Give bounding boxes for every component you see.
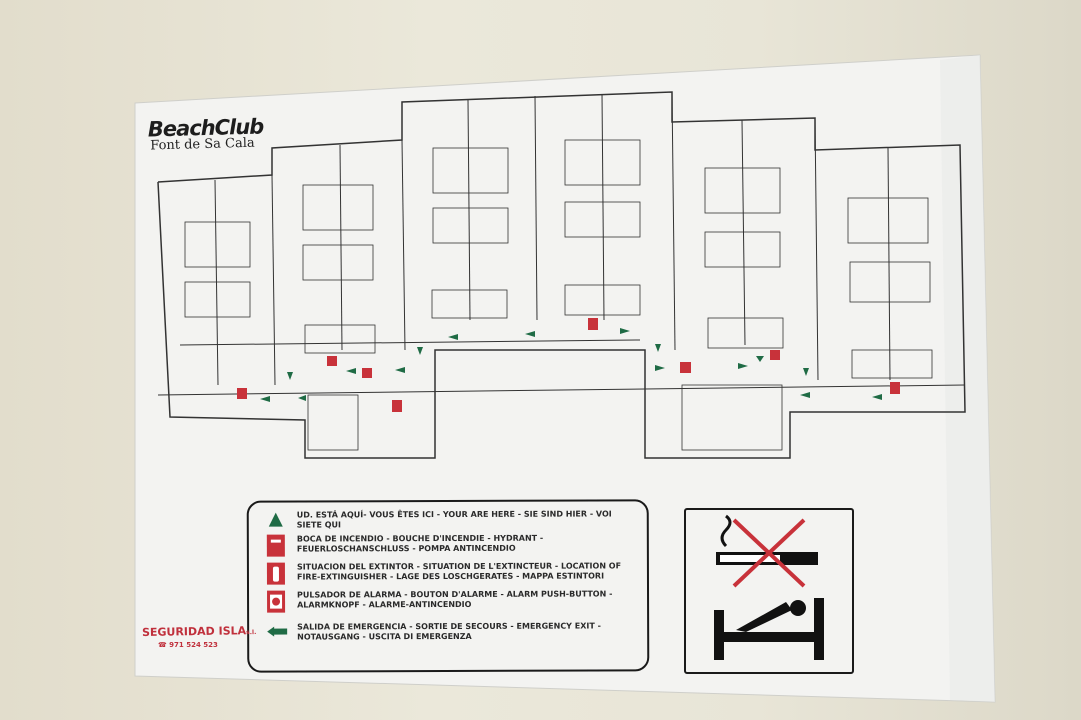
company-name-text: SEGURIDAD ISLA (141, 624, 247, 639)
you-are-here-icon (267, 511, 285, 529)
legend-item: SITUACION DEL EXTINTOR - SITUATION DE L'… (249, 561, 627, 585)
legend-text: UD. ESTÁ AQUÍ- VOUS ÊTES ICI - YOUR ARE … (296, 509, 612, 530)
legend-item: BOCA DE INCENDIO - BOUCHE D'INCENDIE - H… (249, 533, 627, 557)
logo-location: Font de Sa Cala (150, 135, 255, 154)
exit-arrows (260, 328, 882, 402)
legend-item: SALIDA DE EMERGENCIA - SORTIE DE SECOURS… (249, 621, 627, 642)
bed-icon (714, 598, 824, 660)
alarm-button-icon (267, 590, 286, 613)
company-name: SEGURIDAD ISLAs.l. (142, 624, 257, 639)
you-are-here-marker (756, 356, 764, 362)
company-suffix: s.l. (246, 629, 257, 637)
no-cross-icon (732, 518, 806, 588)
legend-item: PULSADOR DE ALARMA - BOUTON D'ALARME - A… (249, 589, 627, 613)
fire-extinguisher-icon (266, 562, 285, 585)
cigarette-icon (716, 514, 818, 565)
legend-text: PULSADOR DE ALARMA - BOUTON D'ALARME - A… (297, 589, 613, 610)
emergency-exit-arrow-icon (267, 623, 288, 641)
phone-number: 971 524 523 (169, 641, 218, 649)
legend-text: SALIDA DE EMERGENCIA - SORTIE DE SECOURS… (297, 621, 601, 642)
fire-hydrant-icon (266, 534, 285, 557)
beach-club-logo: BeachClub Font de Sa Cala (148, 114, 264, 153)
legend-text: BOCA DE INCENDIO - BOUCHE D'INCENDIE - H… (296, 533, 544, 554)
floor-plan (157, 91, 966, 459)
fire-equipment-markers (237, 318, 900, 412)
no-smoking-in-bed-sign (684, 508, 854, 674)
legend-text: SITUACION DEL EXTINTOR - SITUATION DE L'… (296, 561, 622, 582)
legend-item: UD. ESTÁ AQUÍ- VOUS ÊTES ICI - YOUR ARE … (249, 509, 627, 530)
legend-box: UD. ESTÁ AQUÍ- VOUS ÊTES ICI - YOUR ARE … (246, 499, 650, 673)
furniture (184, 139, 933, 451)
company-phone: ☎ 971 524 523 (158, 641, 218, 649)
room-walls (157, 91, 966, 396)
